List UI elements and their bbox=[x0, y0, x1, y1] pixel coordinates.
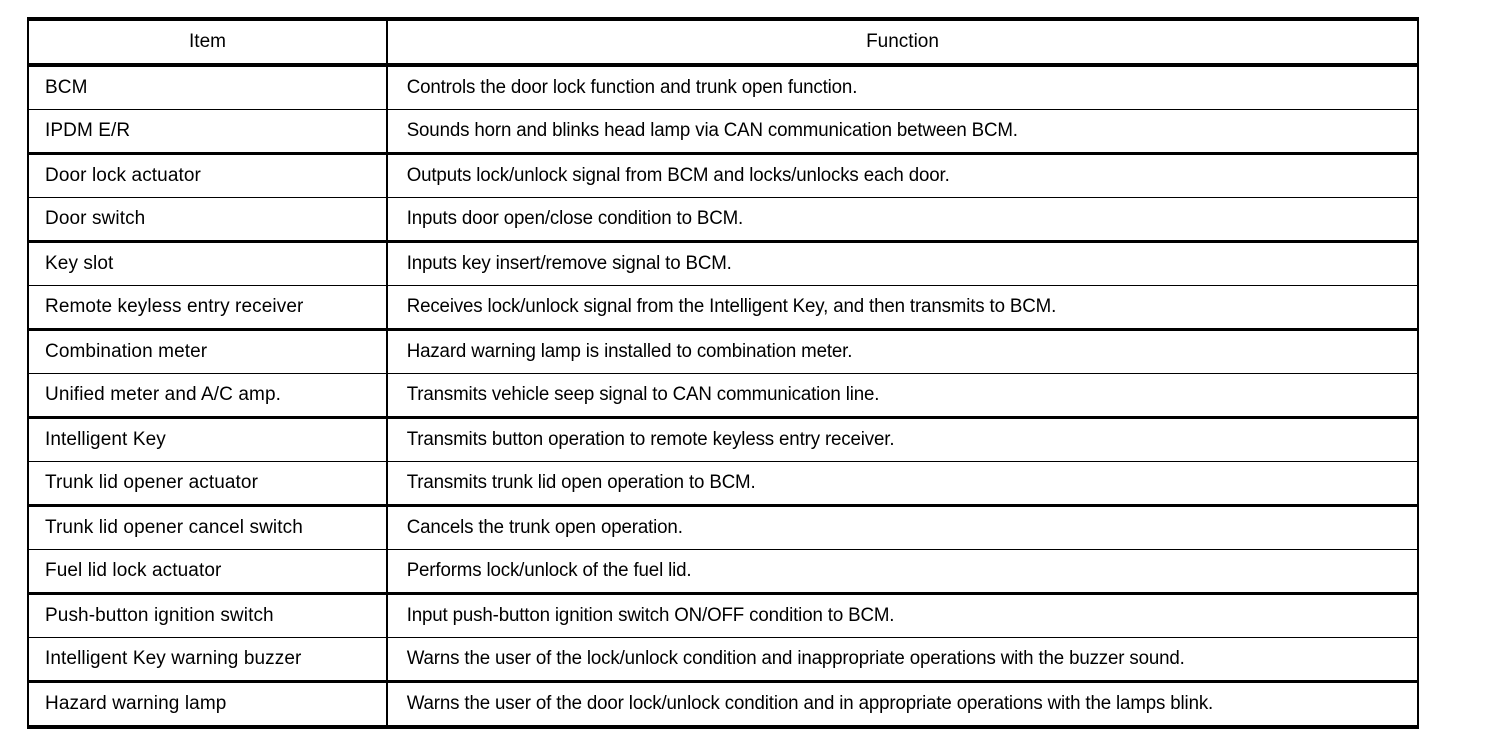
cell-item-text: IPDM E/R bbox=[45, 120, 131, 142]
cell-function-text: Controls the door lock function and trun… bbox=[406, 77, 858, 99]
cell-item-text: Intelligent Key warning buzzer bbox=[45, 648, 302, 670]
cell-function: Hazard warning lamp is installed to comb… bbox=[387, 329, 1419, 374]
cell-function-text: Sounds horn and blinks head lamp via CAN… bbox=[406, 120, 1018, 142]
cell-item: BCM bbox=[27, 65, 388, 110]
cell-function-text: Inputs door open/close condition to BCM. bbox=[406, 208, 744, 230]
table-row: BCM Controls the door lock function and … bbox=[27, 65, 1419, 110]
cell-item-text: Hazard warning lamp bbox=[45, 693, 227, 715]
cell-function-text: Performs lock/unlock of the fuel lid. bbox=[406, 560, 692, 582]
cell-function-text: Cancels the trunk open operation. bbox=[406, 517, 683, 539]
cell-item: Door lock actuator bbox=[27, 153, 388, 198]
cell-function: Transmits vehicle seep signal to CAN com… bbox=[387, 373, 1419, 419]
cell-item-text: Push-button ignition switch bbox=[45, 605, 274, 627]
table-body: BCM Controls the door lock function and … bbox=[27, 65, 1419, 729]
cell-item: Push-button ignition switch bbox=[27, 593, 388, 638]
cell-function-text: Transmits trunk lid open operation to BC… bbox=[406, 472, 756, 494]
cell-function: Sounds horn and blinks head lamp via CAN… bbox=[387, 109, 1419, 155]
cell-function: Transmits button operation to remote key… bbox=[387, 417, 1419, 462]
cell-item-text: BCM bbox=[45, 77, 88, 99]
table-row: Key slot Inputs key insert/remove signal… bbox=[27, 241, 1419, 286]
cell-function: Controls the door lock function and trun… bbox=[387, 65, 1419, 110]
table-header-row: Item Function bbox=[27, 17, 1419, 67]
cell-item-text: Door switch bbox=[45, 208, 146, 230]
component-parts-function-table: Item Function BCM Controls the door lock… bbox=[27, 17, 1419, 729]
table-row: IPDM E/R Sounds horn and blinks head lam… bbox=[27, 109, 1419, 155]
table-row: Fuel lid lock actuator Performs lock/unl… bbox=[27, 549, 1419, 595]
cell-function-text: Hazard warning lamp is installed to comb… bbox=[406, 341, 853, 363]
cell-function: Transmits trunk lid open operation to BC… bbox=[387, 461, 1419, 507]
cell-item: IPDM E/R bbox=[27, 109, 388, 155]
cell-item-text: Door lock actuator bbox=[45, 165, 201, 187]
cell-item-text: Unified meter and A/C amp. bbox=[45, 384, 281, 406]
cell-item-text: Intelligent Key bbox=[45, 429, 166, 451]
cell-function: Warns the user of the lock/unlock condit… bbox=[387, 637, 1419, 683]
cell-item: Key slot bbox=[27, 241, 388, 286]
cell-item: Intelligent Key warning buzzer bbox=[27, 637, 388, 683]
column-header-function-label: Function bbox=[866, 31, 939, 52]
cell-function: Inputs key insert/remove signal to BCM. bbox=[387, 241, 1419, 286]
table-row: Door lock actuator Outputs lock/unlock s… bbox=[27, 153, 1419, 198]
cell-function-text: Transmits button operation to remote key… bbox=[406, 429, 895, 451]
cell-function-text: Inputs key insert/remove signal to BCM. bbox=[406, 253, 732, 275]
cell-item: Trunk lid opener cancel switch bbox=[27, 505, 388, 550]
table-row: Intelligent Key Transmits button operati… bbox=[27, 417, 1419, 462]
table-row: Push-button ignition switch Input push-b… bbox=[27, 593, 1419, 638]
cell-item-text: Trunk lid opener actuator bbox=[45, 472, 259, 494]
cell-function-text: Receives lock/unlock signal from the Int… bbox=[406, 296, 1057, 318]
cell-function: Receives lock/unlock signal from the Int… bbox=[387, 285, 1419, 331]
cell-item: Unified meter and A/C amp. bbox=[27, 373, 388, 419]
table-row: Combination meter Hazard warning lamp is… bbox=[27, 329, 1419, 374]
cell-function: Outputs lock/unlock signal from BCM and … bbox=[387, 153, 1419, 198]
cell-function: Inputs door open/close condition to BCM. bbox=[387, 197, 1419, 243]
table-row: Hazard warning lamp Warns the user of th… bbox=[27, 681, 1419, 729]
cell-item-text: Trunk lid opener cancel switch bbox=[45, 517, 303, 539]
cell-function-text: Warns the user of the door lock/unlock c… bbox=[406, 693, 1214, 715]
column-header-item: Item bbox=[27, 17, 388, 67]
table-row: Trunk lid opener actuator Transmits trun… bbox=[27, 461, 1419, 507]
table-row: Door switch Inputs door open/close condi… bbox=[27, 197, 1419, 243]
cell-function-text: Transmits vehicle seep signal to CAN com… bbox=[406, 384, 880, 406]
cell-item: Fuel lid lock actuator bbox=[27, 549, 388, 595]
column-header-item-label: Item bbox=[189, 31, 226, 52]
cell-item: Intelligent Key bbox=[27, 417, 388, 462]
table-row: Intelligent Key warning buzzer Warns the… bbox=[27, 637, 1419, 683]
cell-function: Performs lock/unlock of the fuel lid. bbox=[387, 549, 1419, 595]
cell-item-text: Fuel lid lock actuator bbox=[45, 560, 222, 582]
cell-item: Trunk lid opener actuator bbox=[27, 461, 388, 507]
cell-function: Warns the user of the door lock/unlock c… bbox=[387, 681, 1419, 729]
cell-item: Door switch bbox=[27, 197, 388, 243]
column-header-function: Function bbox=[387, 17, 1419, 67]
cell-item-text: Key slot bbox=[45, 253, 114, 275]
cell-item: Remote keyless entry receiver bbox=[27, 285, 388, 331]
table-row: Unified meter and A/C amp. Transmits veh… bbox=[27, 373, 1419, 419]
table-row: Remote keyless entry receiver Receives l… bbox=[27, 285, 1419, 331]
table-row: Trunk lid opener cancel switch Cancels t… bbox=[27, 505, 1419, 550]
table-header: Item Function bbox=[27, 17, 1419, 67]
cell-function-text: Warns the user of the lock/unlock condit… bbox=[406, 648, 1185, 670]
cell-item: Hazard warning lamp bbox=[27, 681, 388, 729]
cell-item-text: Combination meter bbox=[45, 341, 208, 363]
cell-function: Input push-button ignition switch ON/OFF… bbox=[387, 593, 1419, 638]
cell-function-text: Input push-button ignition switch ON/OFF… bbox=[406, 605, 895, 627]
cell-function-text: Outputs lock/unlock signal from BCM and … bbox=[406, 165, 950, 187]
cell-item: Combination meter bbox=[27, 329, 388, 374]
cell-function: Cancels the trunk open operation. bbox=[387, 505, 1419, 550]
cell-item-text: Remote keyless entry receiver bbox=[45, 296, 304, 318]
